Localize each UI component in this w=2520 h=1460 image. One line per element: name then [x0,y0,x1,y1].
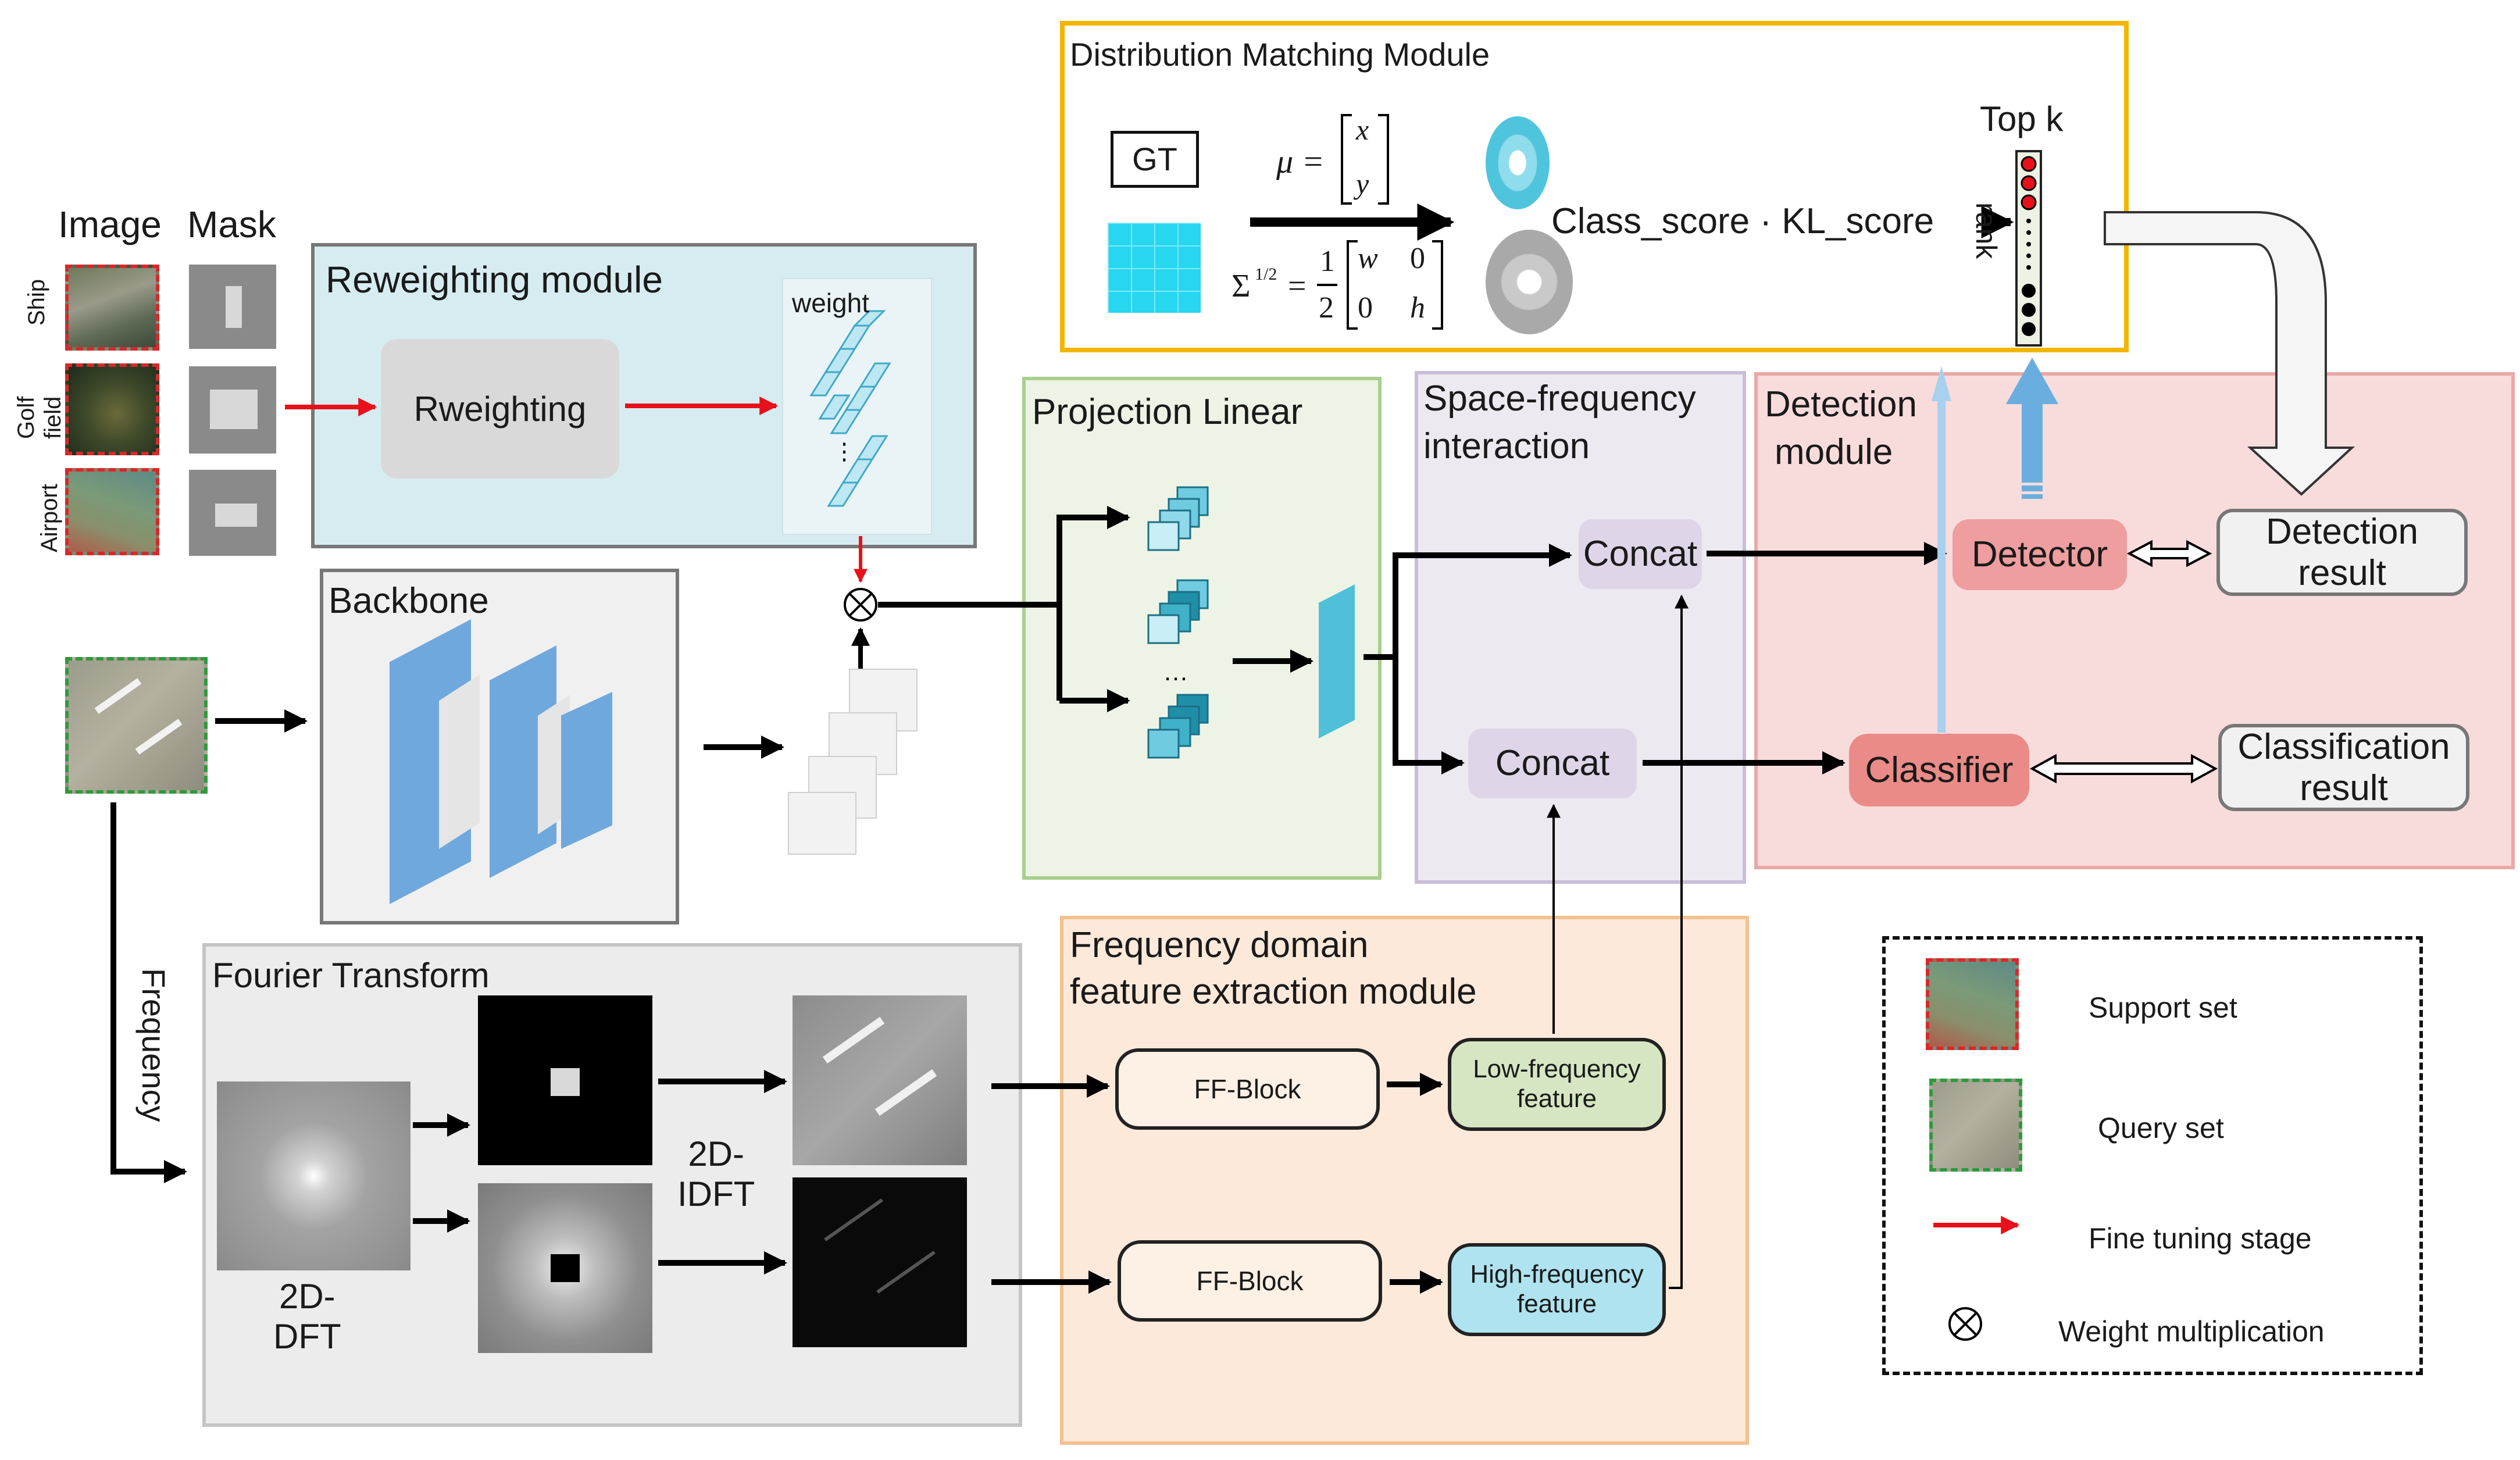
high-pass-spectrum-image [478,1183,652,1353]
sigma-frac-num: 1 [1320,245,1335,278]
sigma-m12: 0 [1410,242,1425,275]
rweighting-node: Rweighting [381,339,619,479]
sigma-m22: h [1410,291,1425,324]
legend-weight-mult-label: Weight multiplication [2058,1315,2325,1348]
ff-block-2-node: FF-Block [1118,1240,1382,1322]
weight-vector-icon [809,310,891,507]
weight-ellipsis: ⋮ [833,439,856,465]
sigma-eq: = [1288,268,1307,304]
reweighting-title: Reweighting module [326,259,663,301]
legend-query-label: Query set [2098,1112,2224,1144]
arrow-cube-to-concat-bottom [1393,657,1465,774]
dft-spectrum-image [217,1081,411,1270]
sigma-matrix-brackets [1347,240,1443,330]
ship-row-label: Ship [24,279,49,326]
arrow-mult-to-projection [878,506,1130,608]
arrow-cube-to-concat-top [1363,544,1572,660]
classifier-node: Classifier [1849,734,2029,806]
backbone-layer-1-face [439,674,480,849]
mu-lhs: μ = [1276,142,1325,180]
distribution-matching-panel [1060,21,2129,352]
detector-result-link [2126,540,2212,567]
detection-title-1: Detection [1765,384,1917,424]
fourier-title: Fourier Transform [212,956,490,995]
dmm-title: Distribution Matching Module [1070,36,1490,73]
space-frequency-panel [1415,371,1746,884]
projection-output-cube [1319,584,1355,738]
legend-query-thumb [1929,1079,2022,1172]
mu-vector-brackets [1341,114,1389,205]
predicted-gaussian-icon [1486,116,1550,209]
gt-box: GT [1111,131,1199,188]
concat-top-node: Concat [1579,519,1702,589]
mu-x: x [1356,113,1369,146]
topk-to-detection-result-arrow [2104,211,2355,496]
frequency-module-panel [1060,916,1749,1445]
high-frequency-image [793,1177,967,1347]
concat-bottom-node: Concat [1468,729,1637,798]
classification-result-node: Classification result [2218,724,2469,811]
airport-mask [189,470,276,556]
mu-y: y [1356,167,1369,200]
legend-fine-tuning-label: Fine tuning stage [2089,1222,2312,1255]
dft-label: 2D- DFT [273,1277,341,1356]
sigma-m11: w [1358,242,1378,275]
classifier-result-link [2029,754,2218,784]
projection-title: Projection Linear [1032,392,1303,432]
gt-grid-icon [1108,223,1201,313]
golf-field-mask [189,366,276,454]
detection-result-node: Detection result [2216,509,2468,596]
golf-field-support-image [65,363,159,455]
gt-gaussian-icon [1486,230,1573,334]
frequency-label: Frequency [135,968,172,1122]
sigma-lhs: Σ [1232,268,1251,304]
space-frequency-title-2: interaction [1423,426,1590,466]
sigma-sup: 1/2 [1255,265,1277,284]
idft-label: 2D- IDFT [677,1134,755,1213]
low-frequency-image [793,995,967,1165]
classifier-to-topk-arrow [1937,384,1946,733]
airport-support-image [65,468,159,555]
low-pass-mask-image [478,995,652,1165]
golf-field-row-label: Golf field [13,396,66,439]
backbone-layer-3 [561,692,612,849]
projection-cubes-icon [1147,486,1209,759]
space-frequency-title-1: Space-frequency [1423,379,1696,419]
backbone-title: Backbone [329,581,489,621]
legend-support-label: Support set [2089,991,2237,1024]
airport-row-label: Airport [37,484,62,552]
query-image [65,657,208,794]
detector-node: Detector [1953,519,2127,590]
projection-ellipsis: … [1163,658,1188,686]
detector-to-topk-arrow [2006,358,2058,499]
arrow-high-to-concat-top [1669,594,1689,1289]
detection-title-2: module [1775,432,1893,472]
arrow-query-to-fourier [110,802,187,1183]
weight-label: weight [792,288,869,318]
image-header: Image [58,204,162,245]
feature-map-stack [785,669,925,855]
topk-label: Top k [1980,99,2064,138]
low-frequency-feature-node: Low-frequency feature [1448,1038,1666,1131]
sigma-frac-den: 2 [1319,291,1334,324]
ship-mask [189,265,276,349]
legend-support-thumb [1926,958,2019,1050]
freq-module-title-2: feature extraction module [1070,972,1477,1012]
rank-dots [2021,156,2037,336]
sigma-m21: 0 [1358,291,1373,324]
mask-header: Mask [187,204,276,245]
ff-block-1-node: FF-Block [1115,1048,1380,1130]
high-frequency-feature-node: High-frequency feature [1448,1243,1666,1336]
rank-label: rank [1970,202,2003,259]
ship-support-image [65,265,159,351]
score-label: Class_score · KL_score [1551,201,1934,241]
freq-module-title-1: Frequency domain [1070,925,1369,965]
